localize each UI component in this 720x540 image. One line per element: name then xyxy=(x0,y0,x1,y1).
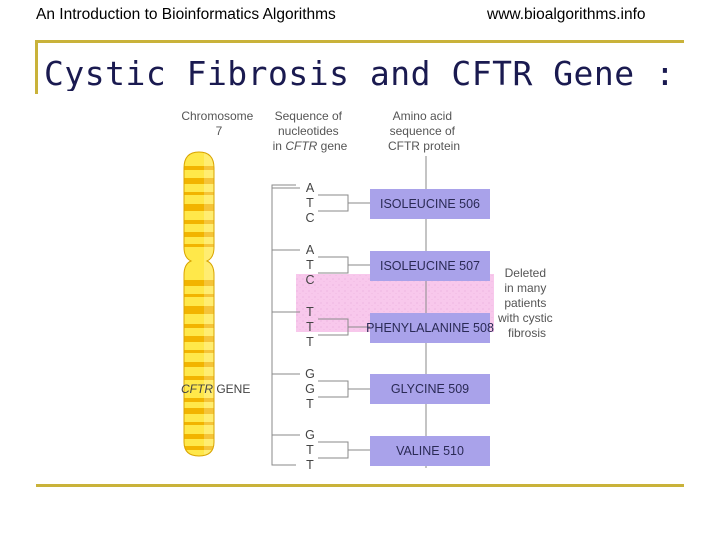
amino-acid-box xyxy=(370,374,490,404)
chromosome-band xyxy=(184,166,214,170)
chromosome-band xyxy=(184,204,214,211)
nucleotide-base: A xyxy=(306,181,315,195)
nucleotide-base: T xyxy=(306,335,314,349)
codon-bracket xyxy=(318,380,349,398)
codon-bracket xyxy=(318,256,349,274)
amino-acid-box xyxy=(370,251,490,281)
header-amino-acid: Amino acid sequence of CFTR protein xyxy=(388,109,460,153)
nucleotide-base: C xyxy=(305,211,314,225)
nucleotide-base: T xyxy=(306,397,314,411)
chromosome-band xyxy=(184,306,214,314)
title-left-rule xyxy=(35,40,38,94)
title-top-rule xyxy=(36,40,684,43)
chromosome-band xyxy=(184,324,214,328)
nucleotide-base: T xyxy=(306,305,314,319)
chromosome-7 xyxy=(183,151,215,457)
chromosome-band xyxy=(184,178,214,184)
amino-acid-label: GLYCINE 509 xyxy=(391,382,469,396)
bottom-rule xyxy=(36,484,684,487)
chromosome-band xyxy=(184,446,214,450)
amino-acid-box xyxy=(370,189,490,219)
cftr-gene-label: CFTR GENE xyxy=(181,382,250,396)
gene-bracket xyxy=(271,184,296,466)
amino-acid-label: VALINE 510 xyxy=(396,444,464,458)
header-course-title: An Introduction to Bioinformatics Algori… xyxy=(36,6,336,23)
amino-acid-box xyxy=(370,313,490,343)
nucleotide-base: T xyxy=(306,258,314,272)
chromosome-band xyxy=(184,350,214,353)
codon-bracket xyxy=(318,441,349,459)
nucleotide-base: C xyxy=(305,273,314,287)
cftr-diagram: Chromosome 7 Sequence of nucleotides in … xyxy=(181,109,556,472)
amino-acid-label: ISOLEUCINE 506 xyxy=(380,197,480,211)
chromosome-band xyxy=(184,192,214,195)
header-chromosome: Chromosome 7 xyxy=(181,109,256,138)
nucleotide-base: T xyxy=(306,443,314,457)
chromosome-band xyxy=(184,376,214,380)
nucleotide-base: T xyxy=(306,196,314,210)
amino-acid-label: ISOLEUCINE 507 xyxy=(380,259,480,273)
chromosome-band xyxy=(184,220,214,224)
chromosome-band xyxy=(184,336,214,342)
nucleotide-base: G xyxy=(305,428,315,442)
nucleotide-base: A xyxy=(306,243,315,257)
chromosome-band xyxy=(184,398,214,402)
nucleotide-base: T xyxy=(306,320,314,334)
nucleotide-base: G xyxy=(305,382,315,396)
title-clip xyxy=(38,91,718,131)
nucleotide-base: G xyxy=(305,367,315,381)
chromosome-band xyxy=(184,232,214,237)
deleted-note: Deleted in many patients with cystic fib… xyxy=(497,266,556,340)
chromosome-body xyxy=(184,152,214,456)
amino-acid-label: PHENYLALANINE 508 xyxy=(366,321,494,335)
chromosome-band xyxy=(184,280,214,286)
codon-bracket xyxy=(318,194,349,212)
chromosome-band xyxy=(184,244,214,247)
header-website: www.bioalgorithms.info xyxy=(487,6,646,23)
nucleotide-base: T xyxy=(306,458,314,472)
chromosome-band xyxy=(184,422,214,425)
amino-acid-box xyxy=(370,436,490,466)
header-sequence: Sequence of nucleotides in CFTR gene xyxy=(273,109,348,153)
chromosome-band xyxy=(184,294,214,297)
chromosome-band xyxy=(184,434,214,439)
chromosome-band xyxy=(184,408,214,414)
chromosome-band xyxy=(184,362,214,367)
slide-title: Cystic Fibrosis and CFTR Gene : xyxy=(44,54,676,93)
